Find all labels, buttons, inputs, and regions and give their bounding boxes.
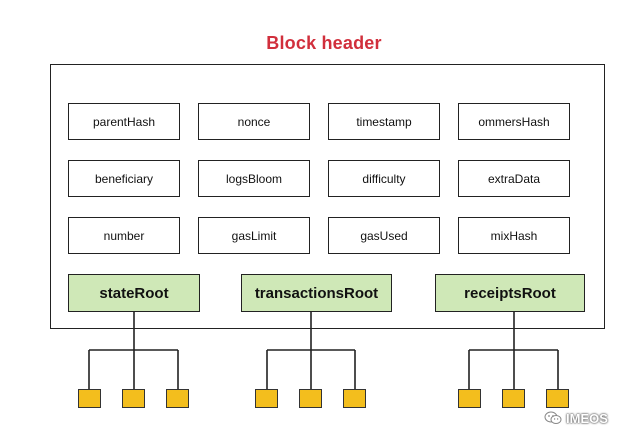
state-leaf-2 xyxy=(122,389,145,408)
field-mix-hash: mixHash xyxy=(458,217,570,254)
field-gas-used: gasUsed xyxy=(328,217,440,254)
field-number: number xyxy=(68,217,180,254)
receipts-root-box: receiptsRoot xyxy=(435,274,585,312)
state-leaf-1 xyxy=(78,389,101,408)
field-logs-bloom: logsBloom xyxy=(198,160,310,197)
transactions-leaf-2 xyxy=(299,389,322,408)
transactions-root-box: transactionsRoot xyxy=(241,274,392,312)
field-parent-hash: parentHash xyxy=(68,103,180,140)
watermark-text: IMEOS xyxy=(566,410,608,426)
field-beneficiary: beneficiary xyxy=(68,160,180,197)
watermark: IMEOS xyxy=(544,410,608,426)
field-nonce: nonce xyxy=(198,103,310,140)
receipts-leaf-2 xyxy=(502,389,525,408)
transactions-leaf-1 xyxy=(255,389,278,408)
receipts-leaf-3 xyxy=(546,389,569,408)
state-root-box: stateRoot xyxy=(68,274,200,312)
state-leaf-3 xyxy=(166,389,189,408)
field-ommers-hash: ommersHash xyxy=(458,103,570,140)
field-timestamp: timestamp xyxy=(328,103,440,140)
transactions-leaf-3 xyxy=(343,389,366,408)
wechat-icon xyxy=(544,411,562,425)
field-extra-data: extraData xyxy=(458,160,570,197)
field-gas-limit: gasLimit xyxy=(198,217,310,254)
receipts-leaf-1 xyxy=(458,389,481,408)
field-difficulty: difficulty xyxy=(328,160,440,197)
diagram-title: Block header xyxy=(266,33,382,53)
block-header-frame xyxy=(50,64,605,329)
